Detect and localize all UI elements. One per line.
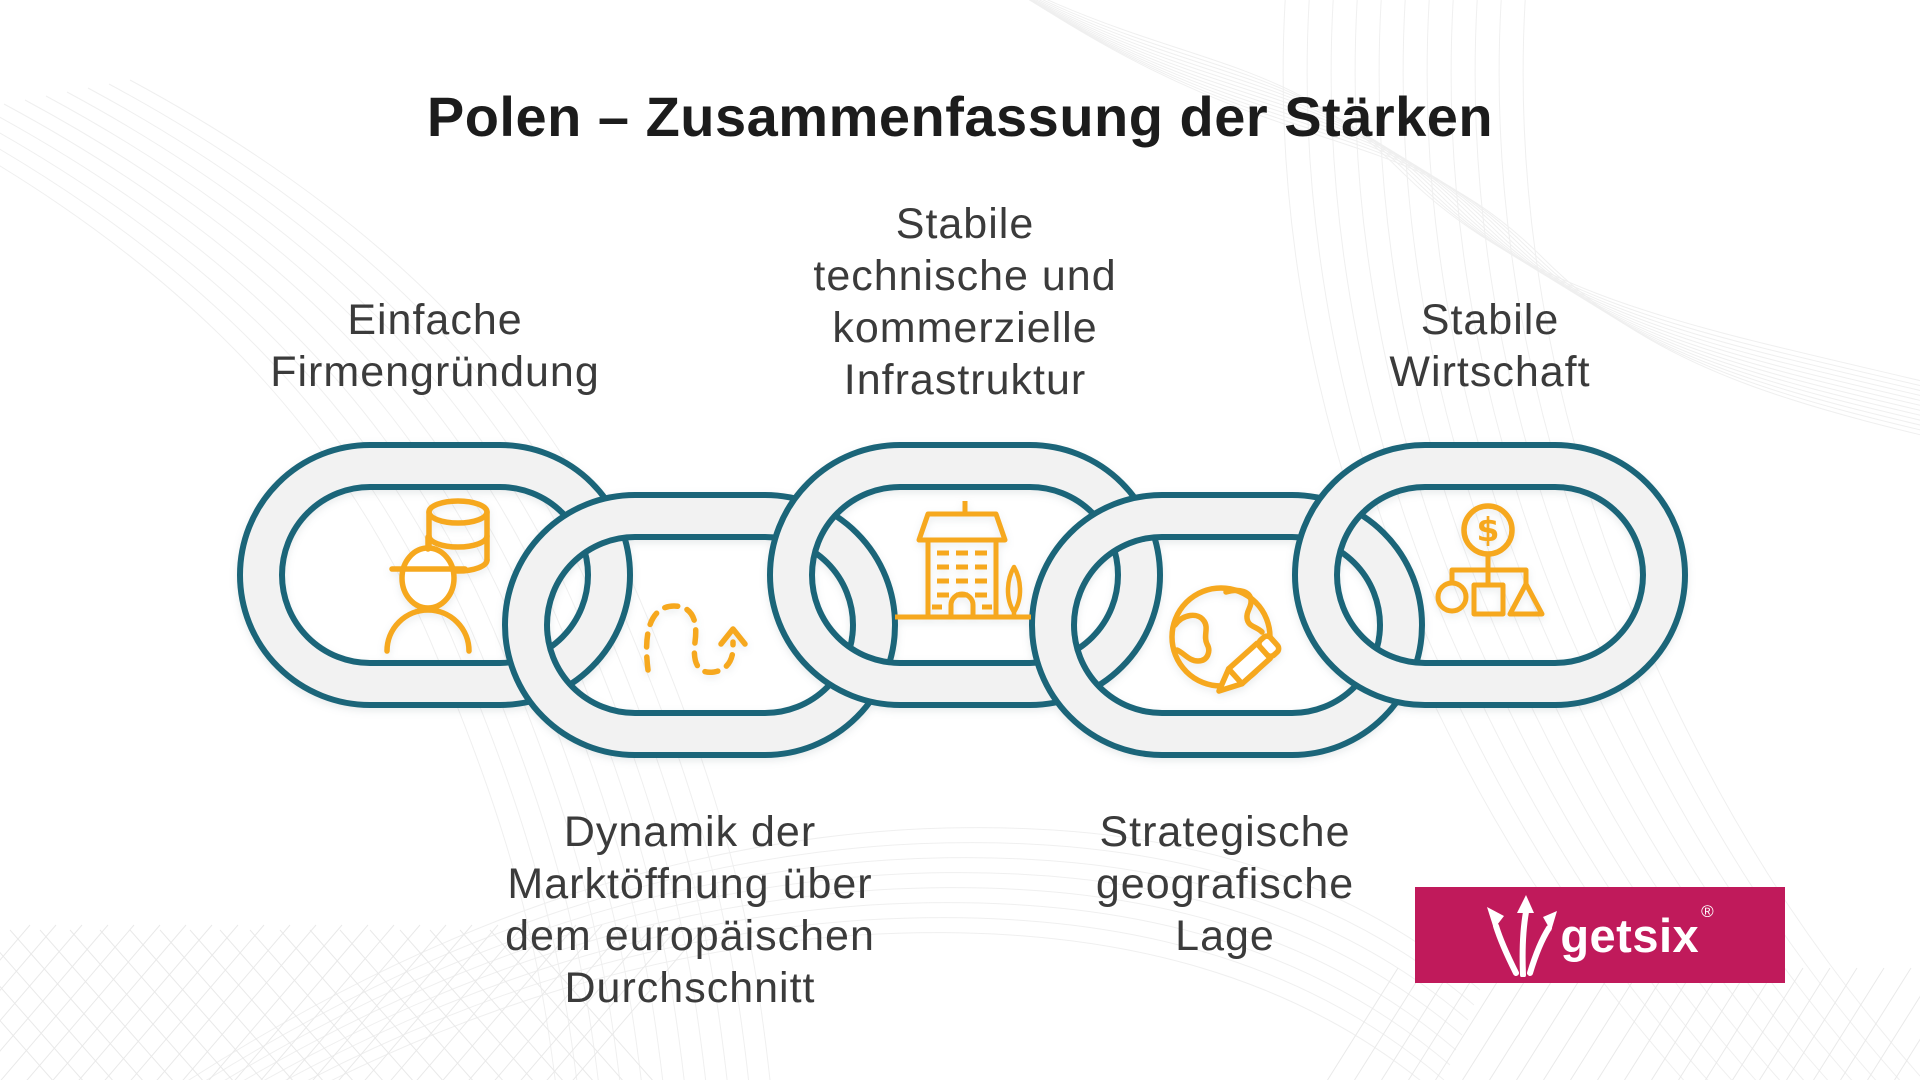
- building-windows: [932, 550, 992, 610]
- hatch-bottom-right: [1326, 967, 1920, 1080]
- building-door: [948, 591, 976, 617]
- globe-pencil-icon: [1169, 585, 1282, 694]
- building-icon: [895, 501, 1031, 620]
- label-infrastruktur: Stabile technische und kommerzielle Infr…: [813, 200, 1117, 404]
- chain-link-2: [505, 495, 895, 755]
- label-wirtschaft: Stabile Wirtschaft: [1389, 296, 1591, 396]
- hatch-bottom-left-cross: [0, 929, 654, 1080]
- getsix-brand-text: getsix: [1560, 908, 1700, 962]
- dollar-org-chart-icon: $: [1435, 503, 1545, 617]
- tree: [1005, 564, 1023, 617]
- registered-trademark-symbol: ®: [1701, 902, 1714, 921]
- chain-link-4: [1032, 495, 1422, 755]
- label-geografische-lage: Strategische geografische Lage: [1095, 808, 1355, 960]
- getsix-logo: getsix ®: [1415, 887, 1785, 983]
- dashed-growth-arrow-icon: [643, 603, 748, 676]
- label-marktoeffnung: Dynamik der Marktöffnung über dem europä…: [505, 808, 875, 1012]
- page-title: Polen – Zusammenfassung der Stärken: [426, 85, 1494, 148]
- label-firmengruendung: Einfache Firmengründung: [270, 296, 600, 396]
- pencil: [1216, 633, 1282, 694]
- getsix-arrows-icon: [1487, 895, 1558, 977]
- chain-link-3: [770, 445, 1160, 705]
- hatch-bottom-left: [0, 924, 707, 1080]
- worker-coins-icon: [384, 498, 490, 654]
- dollar-sign: $: [1477, 510, 1500, 549]
